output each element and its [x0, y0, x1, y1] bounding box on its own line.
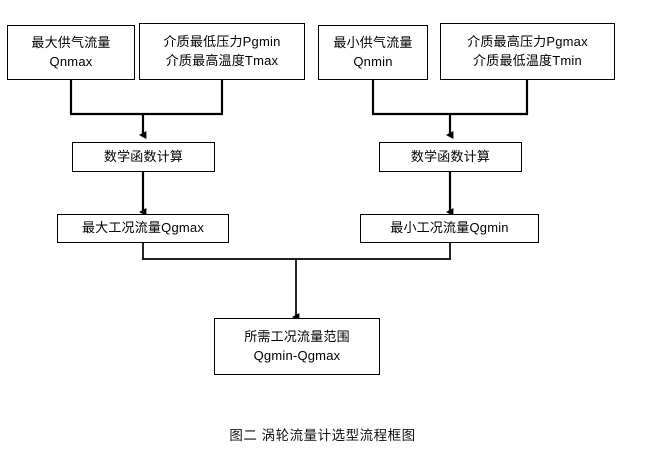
- node-max-supply-flow-line2: Qnmax: [49, 53, 93, 69]
- node-min-working-flow[interactable]: 最小工况流量Qgmin: [360, 214, 539, 243]
- node-medium-max-pressure-min-temp[interactable]: 介质最高压力Pgmax 介质最低温度Tmin: [440, 23, 615, 80]
- figure-caption: 图二 涡轮流量计选型流程框图: [229, 428, 416, 443]
- node-required-flow-range-line2: Qgmin-Qgmax: [253, 347, 341, 363]
- node-math-function-calc-left[interactable]: 数学函数计算: [72, 142, 215, 172]
- node-medium-min-pressure-max-temp-line2: 介质最高温度Tmax: [165, 52, 279, 68]
- node-math-function-calc-right-label: 数学函数计算: [410, 148, 491, 164]
- node-max-working-flow-label: 最大工况流量Qgmax: [81, 220, 205, 236]
- node-min-working-flow-label: 最小工况流量Qgmin: [390, 220, 509, 236]
- node-medium-min-pressure-max-temp[interactable]: 介质最低压力Pgmin 介质最高温度Tmax: [139, 23, 305, 80]
- node-min-supply-flow-line2: Qnmin: [353, 53, 393, 69]
- connector-bottom-merge: [142, 243, 451, 321]
- node-required-flow-range-line1: 所需工况流量范围: [244, 328, 350, 344]
- node-max-working-flow[interactable]: 最大工况流量Qgmax: [57, 214, 229, 243]
- node-math-function-calc-left-label: 数学函数计算: [103, 148, 184, 164]
- node-min-supply-flow[interactable]: 最小供气流量 Qnmin: [318, 25, 428, 80]
- node-min-supply-flow-line1: 最小供气流量: [333, 34, 413, 50]
- node-math-function-calc-right[interactable]: 数学函数计算: [379, 142, 522, 172]
- node-medium-min-pressure-max-temp-line1: 介质最低压力Pgmin: [163, 33, 281, 49]
- node-medium-max-pressure-min-temp-line1: 介质最高压力Pgmax: [467, 33, 588, 49]
- node-max-supply-flow[interactable]: 最大供气流量 Qnmax: [7, 25, 135, 80]
- connector-left-merge: [69, 80, 224, 139]
- node-medium-max-pressure-min-temp-line2: 介质最低温度Tmin: [473, 52, 582, 68]
- node-required-flow-range[interactable]: 所需工况流量范围 Qgmin-Qgmax: [214, 318, 380, 375]
- node-max-supply-flow-line1: 最大供气流量: [31, 34, 111, 50]
- connector-right-merge: [371, 80, 529, 139]
